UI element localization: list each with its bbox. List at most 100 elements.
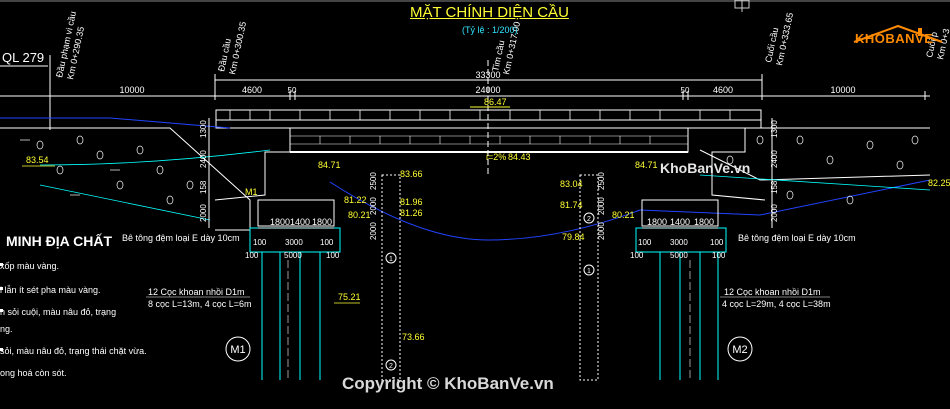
watermark-mid: KhoBanVe.vn [660, 160, 751, 176]
elev-right-abut: 84.71 [635, 160, 658, 170]
legend-item-0: xốp màu vàng. [0, 261, 60, 271]
svg-text:100: 100 [326, 251, 340, 260]
elev-right-pier-top: 83.04 [560, 179, 583, 189]
svg-text:5000: 5000 [670, 251, 688, 260]
svg-text:100: 100 [710, 238, 724, 247]
legend-title: MINH ĐỊA CHẤT [6, 233, 113, 249]
svg-text:2000: 2000 [597, 222, 606, 240]
legend-item-3: ng. [0, 324, 13, 334]
dim-top-5: 4600 [713, 85, 733, 95]
water-line-left [0, 117, 231, 129]
water-line-right [639, 179, 931, 216]
svg-text:158: 158 [770, 180, 779, 194]
khobanve-logo-icon [853, 24, 943, 43]
svg-text:2500: 2500 [597, 172, 606, 190]
legend-item-2: n sỏi cuội, màu nâu đỏ, trạng [0, 307, 117, 317]
svg-text:100: 100 [712, 251, 726, 260]
elev-left-cap-1: 81.22 [344, 195, 367, 205]
svg-text:1300: 1300 [770, 120, 779, 138]
drawing-title: MẶT CHÍNH DIỆN CẦU [410, 4, 569, 21]
note-concrete-right: Bê tông đệm loại E dày 10cm [738, 233, 856, 243]
svg-text:1800: 1800 [647, 217, 667, 227]
elev-left-pile: 75.21 [338, 292, 361, 302]
svg-text:1800: 1800 [270, 217, 290, 227]
left-pier-marker-1 [385, 252, 397, 264]
svg-text:2000: 2000 [369, 197, 378, 215]
elev-deck: 86.47 [484, 97, 507, 107]
svg-text:1: 1 [389, 256, 393, 263]
svg-text:100: 100 [245, 251, 259, 260]
note-piles-right-2: 4 cọc L=29m, 4 cọc L=38m [722, 299, 831, 309]
right-abutment-cap [641, 199, 719, 227]
note-piles-right-1: 12 Cọc khoan nhồi D1m [724, 287, 821, 297]
elev-deck-top: 84.43 [508, 152, 531, 162]
svg-text:2: 2 [587, 216, 591, 223]
right-pier-column [579, 174, 599, 381]
left-ground-line [0, 127, 251, 231]
marker-m2 [727, 336, 753, 362]
elev-left-cap-2: 80.21 [348, 210, 371, 220]
svg-text:100: 100 [630, 251, 644, 260]
elev-left-abut: 84.71 [318, 160, 341, 170]
svg-text:2000: 2000 [770, 204, 779, 222]
drawing-scale: (Tỷ lệ : 1/200) [462, 25, 518, 35]
svg-text:1: 1 [587, 268, 591, 275]
watermark-copyright: Copyright © KhoBanVe.vn [342, 374, 554, 393]
elev-right-cap: 80.21 [612, 210, 635, 220]
svg-text:100: 100 [638, 238, 652, 247]
svg-text:1800: 1800 [312, 217, 332, 227]
svg-text:2: 2 [389, 363, 393, 370]
svg-text:2000: 2000 [369, 222, 378, 240]
elev-right-pier-2: 79.84 [562, 232, 585, 242]
frame-marker [734, 0, 750, 9]
right-pier-marker-2 [583, 212, 595, 224]
marker-m1 [225, 336, 251, 362]
svg-text:100: 100 [253, 238, 267, 247]
svg-text:2000: 2000 [597, 197, 606, 215]
legend-item-5: ong hoá còn sót. [0, 368, 67, 378]
svg-text:3000: 3000 [670, 238, 688, 247]
legend-item-1: i lẫn ít sét pha màu vàng. [0, 285, 101, 295]
dim-top-1: 4600 [242, 85, 262, 95]
left-pier-marker-2 [385, 359, 397, 371]
left-abutment-wall [214, 127, 291, 201]
logo-text: KHOBANVE [855, 31, 934, 46]
elev-right-bank: 82.25 [928, 178, 950, 188]
marker-m1-top: M1 [245, 187, 258, 197]
right-soil-hatch [726, 135, 919, 205]
elev-left-pier-2: 81.26 [400, 208, 423, 218]
svg-text:2400: 2400 [770, 150, 779, 168]
svg-text:2500: 2500 [369, 172, 378, 190]
left-soil-hatch [20, 135, 194, 205]
svg-text:100: 100 [320, 238, 334, 247]
note-piles-left-1: 12 Cọc khoan nhồi D1m [148, 287, 245, 297]
right-piles [659, 252, 719, 380]
svg-text:158: 158 [199, 180, 208, 194]
svg-text:1400: 1400 [290, 217, 310, 227]
elev-left-bank: 83.54 [26, 155, 49, 165]
left-abutment-cap [257, 199, 335, 227]
svg-text:2000: 2000 [199, 204, 208, 222]
legend-item-4: sỏi, màu nâu đỏ, trạng thái chặt vừa. [0, 346, 147, 356]
road-label: QL 279 [2, 50, 44, 65]
svg-text:M1: M1 [230, 344, 245, 356]
svg-text:1400: 1400 [670, 217, 690, 227]
dim-top-6: 10000 [830, 85, 855, 95]
right-pier-marker-1 [583, 264, 595, 276]
note-piles-left-2: 8 cọc L=13m, 4 cọc L=6m [148, 299, 252, 309]
svg-text:1800: 1800 [694, 217, 714, 227]
elev-left-pier-top: 83.66 [400, 169, 423, 179]
svg-text:1300: 1300 [199, 120, 208, 138]
dim-top-2: 50 [288, 86, 297, 95]
svg-text:2400: 2400 [199, 150, 208, 168]
dim-top-0: 10000 [119, 85, 144, 95]
svg-text:M2: M2 [732, 344, 747, 356]
elev-left-pier-1: 81.96 [400, 197, 423, 207]
svg-text:5000: 5000 [284, 251, 302, 260]
left-piles [261, 252, 321, 380]
elev-pile-tip: 73.66 [402, 332, 425, 342]
note-concrete-left: Bê tông đệm loại E dày 10cm [122, 233, 240, 243]
dim-top-4: 50 [681, 86, 690, 95]
